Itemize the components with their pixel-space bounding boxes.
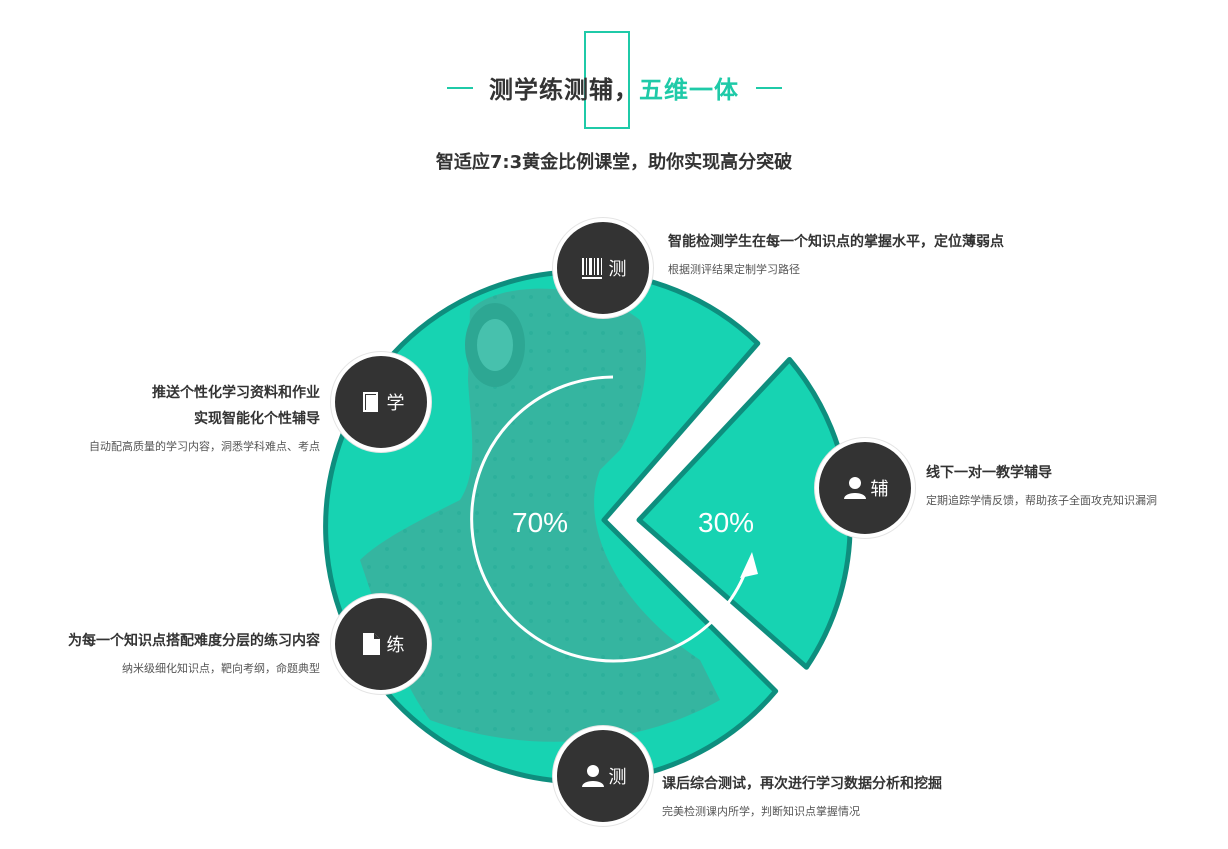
node-practice: 练 bbox=[331, 594, 431, 694]
title-dash-left bbox=[447, 87, 473, 89]
document-icon bbox=[362, 633, 380, 655]
node-learn: 学 bbox=[331, 352, 431, 452]
page-title: 测学练测辅，五维一体 bbox=[0, 70, 1228, 105]
title-part-1: 测学练测辅， bbox=[489, 76, 639, 104]
header: 测学练测辅，五维一体 bbox=[0, 0, 1228, 140]
node-heading-line-1: 推送个性化学习资料和作业 bbox=[152, 385, 320, 401]
node-learn-info: 推送个性化学习资料和作业 实现智能化个性辅导 自动配高质量的学习内容，洞悉学科难… bbox=[20, 380, 320, 456]
node-tutor-info: 线下一对一教学辅导 定期追踪学情反馈，帮助孩子全面攻克知识漏洞 bbox=[926, 460, 1216, 510]
barcode-icon bbox=[581, 258, 602, 279]
node-heading: 线下一对一教学辅导 bbox=[926, 465, 1052, 481]
node-description: 定期追踪学情反馈，帮助孩子全面攻克知识漏洞 bbox=[926, 494, 1157, 507]
small-share-label: 30% bbox=[698, 507, 755, 538]
node-label: 练 bbox=[386, 635, 405, 656]
node-practice-info: 为每一个知识点搭配难度分层的练习内容 纳米级细化知识点，靶向考纲，命题典型 bbox=[20, 628, 320, 678]
progress-arc bbox=[470, 375, 750, 663]
user-icon bbox=[843, 477, 866, 499]
node-label: 测 bbox=[608, 259, 627, 280]
book-icon bbox=[362, 392, 378, 412]
node-label: 测 bbox=[608, 767, 627, 788]
node-label: 辅 bbox=[870, 479, 889, 500]
large-share-label: 70% bbox=[512, 507, 569, 538]
node-heading: 课后综合测试，再次进行学习数据分析和挖掘 bbox=[662, 776, 942, 792]
page-subtitle: 智适应7:3黄金比例课堂，助你实现高分突破 bbox=[435, 152, 793, 173]
node-description: 完美检测课内所学，判断知识点掌握情况 bbox=[662, 805, 860, 818]
node-test-2-info: 课后综合测试，再次进行学习数据分析和挖掘 完美检测课内所学，判断知识点掌握情况 bbox=[662, 771, 1082, 821]
node-description: 自动配高质量的学习内容，洞悉学科难点、考点 bbox=[89, 440, 320, 453]
title-dash-right bbox=[756, 87, 782, 89]
title-part-2: 五维一体 bbox=[639, 76, 739, 104]
node-heading: 为每一个知识点搭配难度分层的练习内容 bbox=[68, 633, 320, 649]
user-icon bbox=[581, 765, 604, 787]
title-frame bbox=[584, 31, 630, 129]
node-test-2: 测 bbox=[553, 726, 653, 826]
progress-arrow-icon bbox=[740, 552, 758, 578]
node-test-1: 测 bbox=[553, 218, 653, 318]
node-heading: 智能检测学生在每一个知识点的掌握水平，定位薄弱点 bbox=[668, 234, 1004, 250]
node-label: 学 bbox=[386, 393, 405, 414]
node-tutor: 辅 bbox=[815, 438, 915, 538]
node-test-1-info: 智能检测学生在每一个知识点的掌握水平，定位薄弱点 根据测评结果定制学习路径 bbox=[668, 229, 1088, 279]
node-heading-line-2: 实现智能化个性辅导 bbox=[194, 411, 320, 427]
robot-illustration bbox=[360, 288, 720, 742]
node-description: 纳米级细化知识点，靶向考纲，命题典型 bbox=[122, 662, 320, 675]
node-description: 根据测评结果定制学习路径 bbox=[668, 263, 800, 276]
